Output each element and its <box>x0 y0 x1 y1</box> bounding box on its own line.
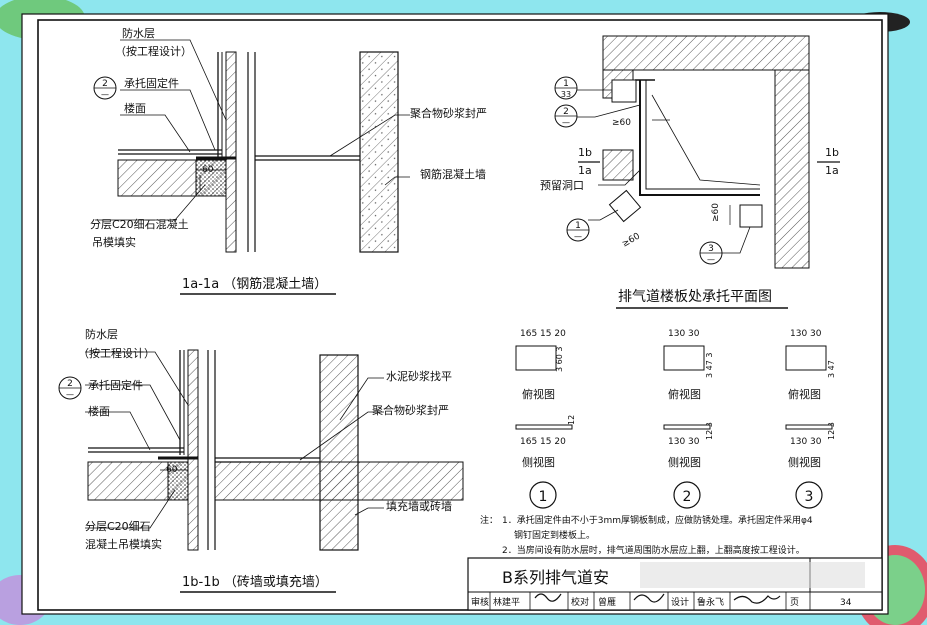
note-1: 1．承托固定件由不小于3mm厚钢板制成，应做防锈处理。承托固定件采用φ4 <box>502 514 813 526</box>
plan-bubble-2: 2 — <box>554 104 578 128</box>
svg-text:俯视图: 俯视图 <box>522 387 555 401</box>
label-floor: 楼面 <box>124 101 146 115</box>
section-mark-1a-left: 1a <box>578 164 592 177</box>
svg-text:2: 2 <box>563 107 569 117</box>
label-dim60: 60 <box>202 165 214 175</box>
section-1b-caption: 1b-1b （砖墙或填充墙） <box>182 574 328 590</box>
plan-dim60-a: ≥60 <box>612 118 631 128</box>
note-1b: 钢钉固定到楼板上。 <box>514 529 595 541</box>
label-floor-2: 楼面 <box>88 404 110 418</box>
detail-bubble-2: 2 — <box>93 76 117 100</box>
notes-prefix: 注： <box>480 514 498 526</box>
label-dim60-2: 60 <box>166 465 178 475</box>
plan-view <box>575 35 840 269</box>
plan-dim60-c: ≥60 <box>711 203 721 222</box>
svg-text:1: 1 <box>539 489 548 505</box>
label-fill-4: 混凝土吊模填实 <box>85 537 162 551</box>
svg-text:3: 3 <box>708 244 714 254</box>
svg-text:曾雁: 曾雁 <box>598 596 616 608</box>
svg-text:—: — <box>707 255 715 264</box>
svg-text:130 30: 130 30 <box>790 437 822 447</box>
svg-text:设计: 设计 <box>671 596 689 608</box>
label-fill: 分层C20细石混凝土 <box>90 217 189 231</box>
drawing-title: B系列排气道安 <box>502 568 609 587</box>
svg-text:12: 12 <box>567 415 576 425</box>
svg-text:3 60 3: 3 60 3 <box>555 347 564 372</box>
drawing-frame <box>37 19 883 611</box>
svg-text:—: — <box>562 118 570 127</box>
svg-text:—: — <box>101 90 109 99</box>
svg-text:165 15 20: 165 15 20 <box>520 329 566 339</box>
svg-text:1: 1 <box>563 79 569 89</box>
svg-text:林建平: 林建平 <box>493 596 520 608</box>
svg-text:165 15 20: 165 15 20 <box>520 437 566 447</box>
plan-bubble-1: 1 — <box>566 218 590 242</box>
label-opening: 预留洞口 <box>540 179 584 192</box>
svg-text:3 47: 3 47 <box>827 360 836 378</box>
title-block: B系列排气道安 审核 林建平 校对 曾雁 设计 鲁永飞 页 34 <box>467 557 883 611</box>
detail-bubble-2b: 2 — <box>58 376 82 400</box>
label-bracket-2: 承托固定件 <box>88 378 143 392</box>
detail-1: 165 15 20 3 60 3 俯视图 12 165 15 20 侧视图 1 <box>515 329 576 509</box>
svg-text:130 30: 130 30 <box>668 437 700 447</box>
svg-text:2: 2 <box>102 79 108 89</box>
label-fill-3: 分层C20细石 <box>85 520 151 533</box>
label-waterproof-2: 防水层 <box>85 327 118 341</box>
section-mark-1a-right: 1a <box>825 164 839 177</box>
svg-text:2: 2 <box>683 489 692 505</box>
svg-text:俯视图: 俯视图 <box>788 387 821 401</box>
plan-caption: 排气道楼板处承托平面图 <box>618 289 772 305</box>
svg-text:审核: 审核 <box>471 596 489 608</box>
svg-text:1: 1 <box>575 221 581 231</box>
label-waterproof-note-2: （按工程设计） <box>78 346 155 360</box>
svg-text:侧视图: 侧视图 <box>668 455 701 469</box>
svg-text:33: 33 <box>561 90 571 99</box>
svg-text:俯视图: 俯视图 <box>668 387 701 401</box>
section-mark-1b-right: 1b <box>825 146 839 159</box>
svg-text:130 30: 130 30 <box>790 329 822 339</box>
detail-2: 130 30 3 47 3 俯视图 12 3 130 30 侧视图 2 <box>663 329 714 509</box>
svg-text:130 30: 130 30 <box>668 329 700 339</box>
detail-3: 130 30 3 47 俯视图 12 3 130 30 侧视图 3 <box>785 329 836 509</box>
plan-bubble-3: 3 — <box>699 241 723 265</box>
svg-text:—: — <box>574 232 582 241</box>
paper-border <box>21 13 889 615</box>
label-infill-wall: 填充墙或砖墙 <box>386 499 452 513</box>
svg-text:鲁永飞: 鲁永飞 <box>697 596 724 608</box>
note-2: 2．当房间设有防水层时，排气道周围防水层应上翻，上翻高度按工程设计。 <box>502 544 805 556</box>
svg-text:页: 页 <box>790 597 799 608</box>
label-fill2: 吊模填实 <box>92 235 136 249</box>
label-mortar-seal: 聚合物砂浆封严 <box>410 106 487 120</box>
section-mark-1b-left: 1b <box>578 146 592 159</box>
svg-text:—: — <box>66 390 74 399</box>
label-waterproof-note: （按工程设计） <box>115 44 192 58</box>
section-1a-caption: 1a-1a （钢筋混凝土墙） <box>182 276 327 292</box>
section-1a-detail <box>95 39 410 253</box>
label-mortar-seal-2: 聚合物砂浆封严 <box>372 403 449 417</box>
svg-text:侧视图: 侧视图 <box>522 455 555 469</box>
section-1b-detail <box>85 349 464 551</box>
svg-text:校对: 校对 <box>571 596 589 608</box>
svg-text:12 3: 12 3 <box>705 422 714 440</box>
plan-bubble-1-33: 1 33 <box>554 76 578 100</box>
svg-text:34: 34 <box>840 598 852 608</box>
svg-text:3 47 3: 3 47 3 <box>705 353 714 378</box>
svg-text:12 3: 12 3 <box>827 422 836 440</box>
label-rc-wall: 钢筋混凝土墙 <box>420 167 486 181</box>
label-bracket: 承托固定件 <box>124 76 179 90</box>
svg-text:2: 2 <box>67 379 73 389</box>
label-cement-level: 水泥砂浆找平 <box>386 369 452 383</box>
svg-text:3: 3 <box>805 489 814 505</box>
svg-text:侧视图: 侧视图 <box>788 455 821 469</box>
label-waterproof: 防水层 <box>122 26 155 40</box>
